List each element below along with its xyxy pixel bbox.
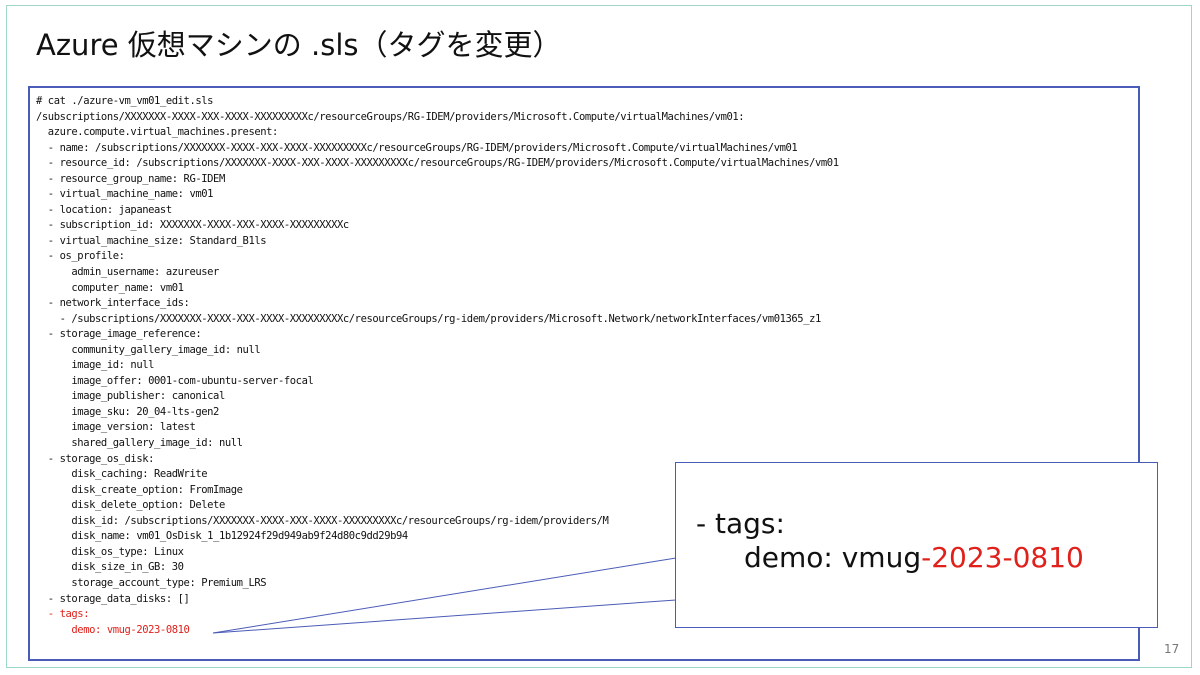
code-line: # cat ./azure-vm_vm01_edit.sls — [36, 95, 214, 107]
code-line: - virtual_machine_name: vm01 — [36, 188, 214, 201]
callout-tags-label: - tags: — [696, 507, 785, 540]
code-line: - network_interface_ids: — [36, 297, 190, 310]
callout-tag-prefix: demo: vmug — [744, 541, 922, 574]
code-line: disk_id: /subscriptions/XXXXXXX-XXXX-XXX… — [36, 514, 609, 527]
code-line: - storage_data_disks: [] — [36, 592, 190, 605]
code-line: image_version: latest — [36, 421, 196, 434]
code-line: disk_delete_option: Delete — [36, 499, 225, 512]
code-line: disk_os_type: Linux — [36, 545, 184, 558]
code-line: admin_username: azureuser — [36, 266, 219, 279]
slide-title: Azure 仮想マシンの .sls（タグを変更） — [36, 28, 562, 62]
code-line: community_gallery_image_id: null — [36, 343, 261, 356]
code-line: - location: japaneast — [36, 203, 172, 216]
tags-callout: - tags: demo: vmug-2023-0810 — [675, 462, 1158, 628]
code-line: - name: /subscriptions/XXXXXXX-XXXX-XXX-… — [36, 141, 798, 154]
code-line: disk_name: vm01_OsDisk_1_1b12924f29d949a… — [36, 530, 408, 543]
slide-frame — [6, 5, 1192, 668]
code-line: - storage_os_disk: — [36, 452, 155, 465]
code-line: image_id: null — [36, 359, 155, 372]
code-line: demo: vmug-2023-0810 — [36, 623, 190, 636]
code-line: shared_gallery_image_id: null — [36, 437, 243, 450]
code-line: - os_profile: — [36, 250, 125, 263]
code-line: - subscription_id: XXXXXXX-XXXX-XXX-XXXX… — [36, 219, 349, 232]
code-line: disk_create_option: FromImage — [36, 483, 243, 496]
code-line: computer_name: vm01 — [36, 281, 184, 294]
code-line: - tags: — [36, 608, 90, 621]
code-line: azure.compute.virtual_machines.present: — [36, 126, 279, 139]
code-line: image_sku: 20_04-lts-gen2 — [36, 405, 219, 418]
code-line: - storage_image_reference: — [36, 328, 202, 341]
code-listing: # cat ./azure-vm_vm01_edit.sls/subscript… — [36, 94, 839, 638]
code-line: - resource_id: /subscriptions/XXXXXXX-XX… — [36, 157, 839, 170]
code-line: /subscriptions/XXXXXXX-XXXX-XXX-XXXX-XXX… — [36, 110, 745, 123]
callout-tag-value: demo: vmug-2023-0810 — [744, 541, 1084, 574]
code-line: disk_size_in_GB: 30 — [36, 561, 184, 574]
code-line: image_offer: 0001-com-ubuntu-server-foca… — [36, 374, 314, 387]
page-number: 17 — [1164, 642, 1180, 656]
code-line: - resource_group_name: RG-IDEM — [36, 172, 225, 185]
code-line: image_publisher: canonical — [36, 390, 225, 403]
code-line: disk_caching: ReadWrite — [36, 468, 208, 481]
callout-tag-accent: -2023-0810 — [921, 541, 1084, 574]
code-line: - /subscriptions/XXXXXXX-XXXX-XXX-XXXX-X… — [36, 312, 822, 325]
code-line: - virtual_machine_size: Standard_B1ls — [36, 234, 267, 247]
